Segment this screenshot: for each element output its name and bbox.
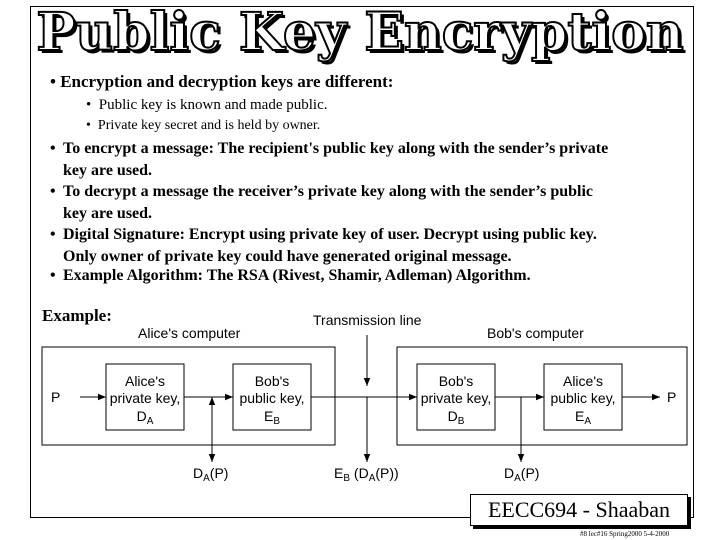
slide-frame: [30, 6, 694, 518]
bullet-line: Digital Signature: Encrypt using private…: [63, 226, 597, 243]
box-line: DB: [448, 408, 465, 427]
box3-text: Bob's private key, DB: [421, 373, 492, 427]
box-line: Bob's: [439, 373, 474, 389]
bullet-dot: •: [50, 226, 56, 243]
label-da-p-right: DA(P): [504, 465, 539, 484]
box-line: Alice's: [125, 373, 165, 389]
slide-title: Public Key Encryption: [35, 1, 684, 64]
sub-bullet-text: Private key secret and is held by owner.: [97, 118, 321, 133]
bullet-algorithm: • Example Algorithm: The RSA (Rivest, Sh…: [50, 265, 531, 287]
bob-computer-label: Bob's computer: [487, 325, 584, 341]
bullet-line: To decrypt a message the receiver’s priv…: [63, 183, 593, 200]
box2-text: Bob's public key, EB: [239, 373, 304, 427]
bullet-signature: • Digital Signature: Encrypt using priva…: [50, 224, 597, 267]
bullet-dot: •: [86, 97, 96, 113]
bullet-line: To encrypt a message: The recipient's pu…: [63, 140, 609, 157]
bullet-dot: •: [50, 72, 56, 91]
box-line: private key,: [421, 390, 492, 406]
alice-computer-box: [41, 346, 336, 446]
intro-bullet: • Encryption and decryption keys are dif…: [50, 72, 393, 92]
bullet-dot: •: [86, 118, 95, 133]
bullet-line: Only owner of private key could have gen…: [63, 247, 512, 265]
bullet-decrypt: • To decrypt a message the receiver’s pr…: [50, 181, 593, 224]
bullet-dot: •: [50, 140, 56, 157]
sub-bullet-1: • Public key is known and made public.: [86, 97, 327, 114]
box-line: Alice's: [563, 373, 603, 389]
intro-text: Encryption and decryption keys are diffe…: [60, 72, 394, 91]
box-line: EA: [575, 408, 591, 427]
transmission-line-label: Transmission line: [313, 312, 422, 328]
box-line: private key,: [110, 390, 181, 406]
box1-text: Alice's private key, DA: [110, 373, 181, 427]
bullet-dot: •: [50, 183, 56, 200]
alice-computer-label: Alice's computer: [138, 325, 241, 341]
footer-note: #8 lec#16 Spring2000 5-4-2000: [580, 530, 670, 538]
bullet-encrypt: • To encrypt a message: The recipient's …: [50, 138, 609, 181]
box-line: EB: [264, 408, 280, 427]
sub-bullet-text: Public key is known and made public.: [98, 97, 328, 113]
box-line: public key,: [550, 390, 615, 406]
box4-text: Alice's public key, EA: [550, 373, 615, 427]
bullet-line: key are used.: [63, 204, 153, 222]
bullet-line: Example Algorithm: The RSA (Rivest, Sham…: [63, 267, 531, 284]
bullet-line: key are used.: [63, 161, 153, 179]
bob-computer-box: [396, 346, 688, 446]
course-footer: EECC694 - Shaaban: [470, 494, 688, 526]
example-label: Example:: [42, 306, 112, 325]
box-line: DA: [137, 408, 154, 427]
box-line: Bob's: [255, 373, 290, 389]
p-input-label: P: [51, 389, 60, 405]
bullet-dot: •: [50, 267, 56, 284]
label-eb-da-p: EB (DA(P)): [334, 465, 399, 484]
p-output-label: P: [667, 389, 676, 405]
sub-bullet-2: • Private key secret and is held by owne…: [86, 118, 320, 134]
label-da-p-left: DA(P): [193, 465, 228, 484]
box-line: public key,: [239, 390, 304, 406]
